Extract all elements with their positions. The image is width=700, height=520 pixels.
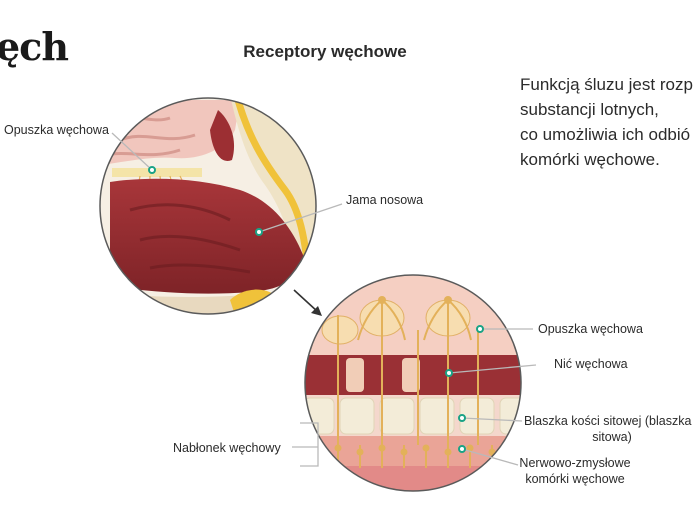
label-cribriform-plate-line1: Blaszka kości sitowej (blaszka (524, 414, 692, 428)
description-line: substancji lotnych, (520, 100, 659, 119)
zoom-arrow (293, 289, 322, 316)
leader-lines (111, 132, 537, 467)
label-olfactory-bulb-right: Opuszka węchowa (538, 322, 643, 336)
label-nasal-cavity: Jama nosowa (346, 193, 424, 207)
description-line: komórki węchowe. (520, 150, 660, 169)
label-receptor-cells: Nerwowo-zmysłowe komórki węchowe (510, 455, 640, 487)
label-receptor-cells-line2: komórki węchowe (525, 472, 625, 486)
description-text: Funkcją śluzu jest rozp substancji lotny… (520, 72, 700, 172)
label-cribriform-plate-line2: sitowa) (592, 430, 632, 444)
label-olfactory-epithelium: Nabłonek węchowy (173, 441, 281, 455)
description-line: co umożliwia ich odbió (520, 125, 691, 144)
receptor-detail-magnifier (305, 275, 521, 491)
label-olfactory-bulb-left: Opuszka węchowa (4, 123, 109, 137)
label-receptor-cells-line1: Nerwowo-zmysłowe (519, 456, 631, 470)
label-cribriform-plate: Blaszka kości sitowej (blaszka sitowa) (524, 413, 700, 445)
label-olfactory-nerve: Nić węchowa (554, 357, 628, 371)
description-line: Funkcją śluzu jest rozp (520, 75, 693, 94)
slide-title: ęch (0, 24, 69, 69)
diagram-title: Receptory węchowe (243, 42, 407, 61)
marker-dots (148, 166, 484, 453)
